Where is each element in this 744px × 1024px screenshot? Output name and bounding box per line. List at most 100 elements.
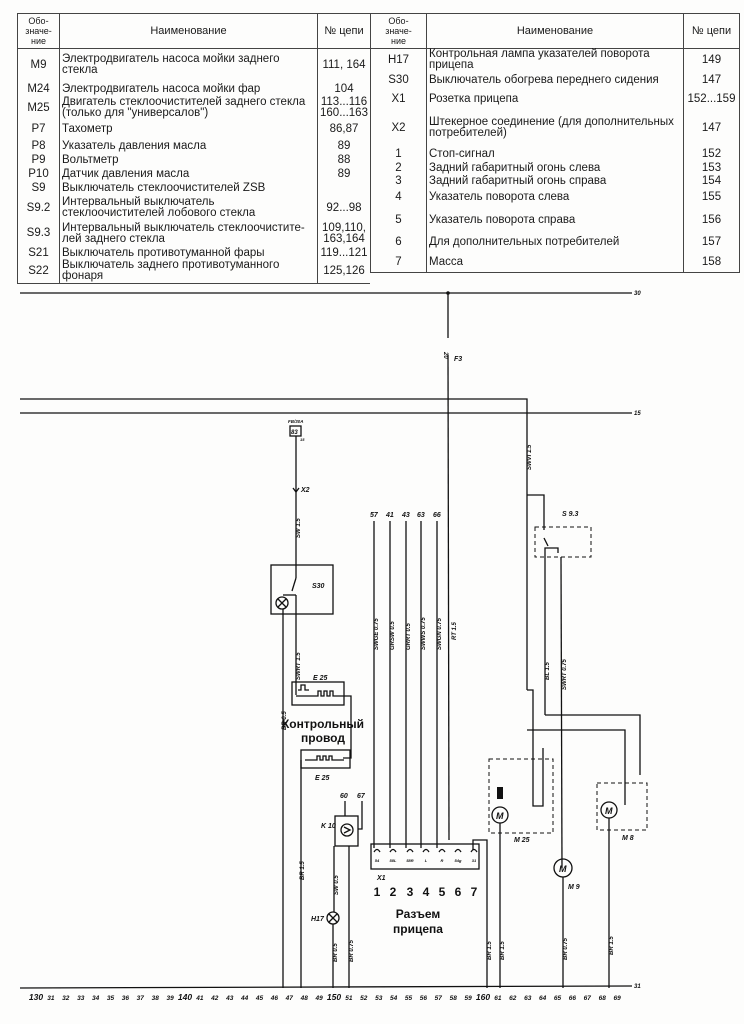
circuit-number: 56 xyxy=(420,995,428,1002)
designation-cell: 1 xyxy=(370,146,427,162)
m8-box xyxy=(596,782,648,831)
s30-box xyxy=(270,564,334,615)
terminal-label: 57 xyxy=(370,512,379,519)
name-cell: Выключатель заднего противотуманного фон… xyxy=(59,259,318,284)
name-cell: Электродвигатель насоса мойки заднего ст… xyxy=(59,48,318,82)
name-cell: Интервальный выключатель стеклоочистител… xyxy=(59,195,318,221)
control-wire-label: провод xyxy=(301,731,345,745)
wire-label: BR 1.5 xyxy=(300,861,306,880)
name-cell: Указатель поворота слева xyxy=(426,187,684,208)
wire-label: GRSW 0.5 xyxy=(390,621,396,650)
wire-label: SWRT 0.75 xyxy=(562,658,568,690)
m25-box xyxy=(488,758,554,834)
circuit-cell: 88 xyxy=(337,154,351,166)
name-cell: Электродвигатель насоса мойки фар xyxy=(59,81,318,97)
circuit-number: 36 xyxy=(122,995,130,1002)
wire-label: SWRT 1.5 xyxy=(296,652,302,680)
circuit-number: 69 xyxy=(613,995,621,1002)
s30-label: S30 xyxy=(312,583,325,590)
circuit-number: 54 xyxy=(390,995,398,1002)
designation-cell: S21 xyxy=(17,246,60,260)
circuit-cell: 89 xyxy=(337,168,351,180)
pin-label: L xyxy=(425,858,428,863)
header-name: Наименование xyxy=(59,13,318,49)
motor-icon: M xyxy=(553,858,573,878)
designation-cell: S30 xyxy=(370,71,427,90)
pin-label: 31 xyxy=(472,858,477,863)
designation-cell: X2 xyxy=(370,109,427,147)
header-designation: Обо- значе- ние xyxy=(370,13,427,49)
wiper-circuit: SWVI 1.5 S 9.3 BL 1.5 SWRT 0.75 M M 25 B… xyxy=(488,444,648,988)
designation-cell: 5 xyxy=(370,207,427,233)
designation-cell: P10 xyxy=(17,167,60,182)
circuit-number: 130 xyxy=(29,992,43,1002)
circuit-number: 57 xyxy=(435,995,443,1002)
socket-title: прицепа xyxy=(393,922,443,936)
x1-socket: X1 Разъем прицепа BR 1.5 xyxy=(370,839,493,988)
pin-label: R xyxy=(441,858,444,863)
name-cell: Датчик давления масла xyxy=(59,167,318,182)
designation-cell: 3 xyxy=(370,174,427,188)
circuit-number: 62 xyxy=(509,995,517,1002)
wire-label: SWGE 0.75 xyxy=(374,618,380,650)
circuit-number: 47 xyxy=(285,995,294,1002)
circuit-cell: 109,110, 163,164 xyxy=(322,221,366,245)
name-cell: Интервальный выключатель стеклоочистите-… xyxy=(59,220,318,247)
header-circuit: № цепи xyxy=(317,13,370,49)
circuit-number: 32 xyxy=(62,995,70,1002)
name-cell: Контрольная лампа указателей поворота пр… xyxy=(426,48,684,72)
name-cell: Тахометр xyxy=(59,119,318,139)
header-designation: Обо- значе- ние xyxy=(17,13,60,49)
circuit-number: 48 xyxy=(300,995,309,1002)
circuit-number: 44 xyxy=(240,995,249,1002)
designation-cell: P8 xyxy=(17,138,60,154)
circuit-number: 38 xyxy=(152,995,160,1002)
name-cell: Выключатель обогрева переднего сидения xyxy=(426,71,684,90)
circuit-cell: 147 xyxy=(701,121,722,134)
designation-cell: 4 xyxy=(370,187,427,208)
circuit-number: 35 xyxy=(107,995,115,1002)
pin-number: 2 xyxy=(390,885,397,899)
name-cell: Задний габаритный огонь слева xyxy=(426,161,684,175)
circuit-number: 61 xyxy=(494,995,502,1002)
name-cell: Задний габаритный огонь справа xyxy=(426,174,684,188)
circuit-number: 160 xyxy=(476,992,490,1002)
wire-label: BR 0.5 xyxy=(333,943,339,962)
wire-label: BL 1.5 xyxy=(545,661,551,680)
s93-box xyxy=(534,526,592,558)
circuit-number: 45 xyxy=(255,995,264,1002)
x2-label: X2 xyxy=(300,487,310,494)
name-cell: Вольтметр xyxy=(59,153,318,168)
pin-number: 1 xyxy=(374,885,381,899)
circuit-cell: 152...159 xyxy=(687,93,736,105)
circuit-cell: 111, 164 xyxy=(322,58,366,71)
circuit-cell: 155 xyxy=(701,191,722,203)
designation-cell: 2 xyxy=(370,161,427,175)
wire-label: BR 0.75 xyxy=(563,937,569,960)
circuit-number: 46 xyxy=(270,995,279,1002)
motor-symbol: M xyxy=(496,811,504,821)
wire-label: BR 0.75 xyxy=(349,939,355,962)
name-cell: Розетка прицепа xyxy=(426,89,684,110)
name-cell: Выключатель противотуманной фары xyxy=(59,246,318,260)
socket-pin-icon xyxy=(373,848,381,853)
pin-number: 4 xyxy=(423,885,430,899)
wire-label: GRRT 0.5 xyxy=(406,622,412,650)
lamp-icon xyxy=(326,911,340,925)
bus-lines: 30 15 31 xyxy=(19,291,641,990)
fb-number: 83 xyxy=(291,430,298,436)
circuit-number: 63 xyxy=(524,995,532,1002)
e25-heater-1 xyxy=(291,681,345,706)
